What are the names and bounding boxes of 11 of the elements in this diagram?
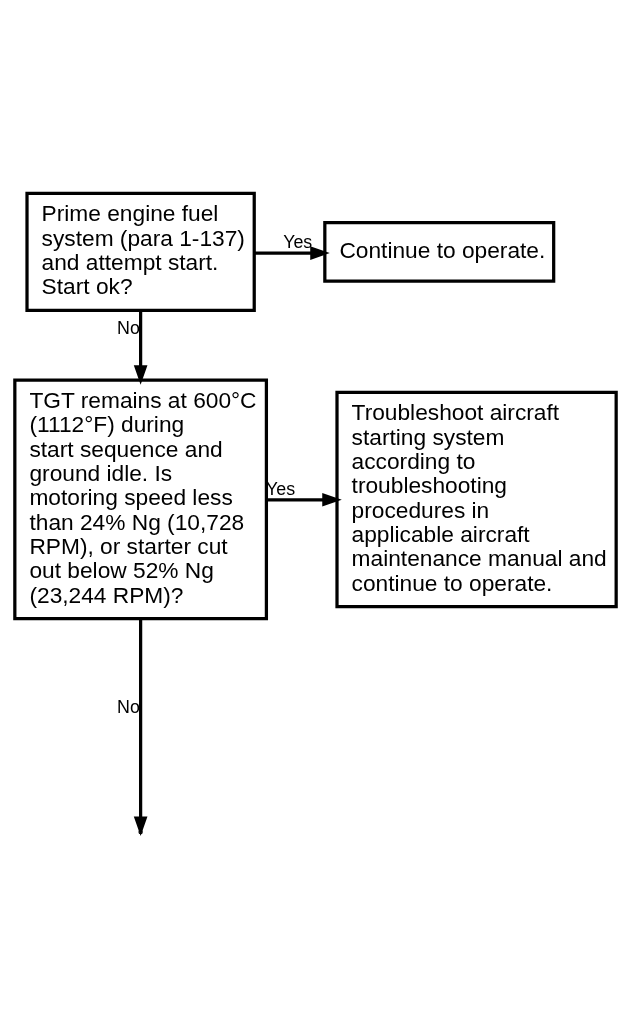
arrow [266,492,342,507]
edge-label: No [117,696,140,717]
arrow [254,245,330,260]
edge-label: Yes [283,231,313,252]
node-box: Prime engine fuel system (para 1-137) and attempt start. Start ok? [25,191,256,312]
node-box: Troubleshoot aircraft starting system according to troubleshooting procedures in applicable aircraft maintenance manual and continue to operate. [335,390,618,608]
node-box: TGT remains at 600°C (1112°F) during start sequence and ground idle. Is motoring speed less than 24% Ng (10,728 RPM), or starter cut out below 52% Ng (23,244 RPM)? [13,378,269,620]
edge-label: Yes [266,478,296,499]
node-box: Continue to operate. [323,220,556,283]
arrow [133,310,148,385]
edge-label: No [117,317,140,338]
